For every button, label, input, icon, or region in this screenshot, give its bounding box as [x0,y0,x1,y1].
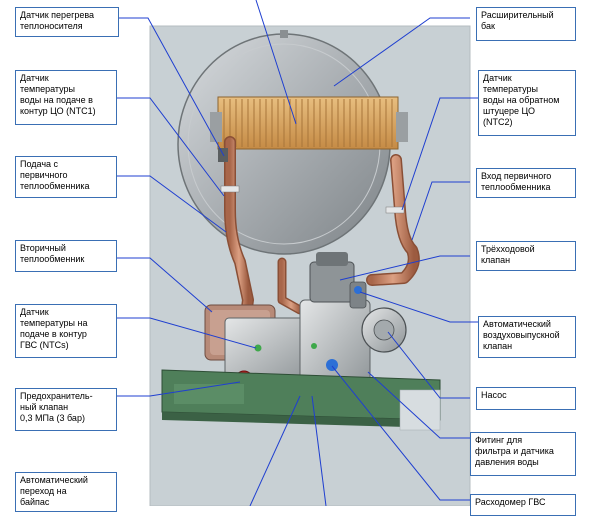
label-secondary-hx: Вторичный теплообменник [15,240,117,272]
mounting-frame [161,369,441,428]
panel-cutout [399,389,441,431]
leader-ntc2 [401,97,478,211]
copper-pipes [224,136,420,424]
pipe-clip-left [220,185,240,193]
leader-flow-meter [331,365,470,501]
leader-expansion-tank [333,17,470,87]
label-air-vent: Автоматический воздуховыпускной клапан [478,316,576,358]
back-panel-shade [149,25,471,506]
leader-primary-supply [116,175,227,233]
leader-safety-valve [116,381,241,397]
label-primary-hx-supply: Подача с первичного теплообменника [15,156,117,198]
label-pump: Насос [476,387,576,410]
label-ntc2: Датчик температуры воды на обратном штуц… [478,70,576,136]
leader-bypass [249,395,301,506]
leader-lines [116,0,478,506]
primary-heat-exchanger [210,96,408,150]
label-primary-hx-inlet: Вход первичного теплообменника [476,168,576,198]
green-fitting-2 [311,343,317,349]
label-safety-valve: Предохранитель- ный клапан 0,3 МПа (3 ба… [15,388,117,431]
label-ntc1: Датчик температуры воды на подаче в конт… [15,70,117,125]
label-filter-fitting: Фитинг для фильтра и датчика давления во… [470,432,576,476]
leader-air-vent [359,291,478,323]
label-ntcs: Датчик температуры на подаче в контур ГВ… [15,304,117,358]
leader-three-way [339,255,470,281]
leader-ntcs [116,317,257,349]
label-overheat-sensor: Датчик перегрева теплоносителя [15,7,119,37]
leader-ntc1 [116,97,225,197]
green-fitting [254,344,262,352]
label-bypass: Автоматический переход на байпас [15,472,117,512]
leader-bottom-center [311,395,327,506]
flow-meter-body [326,359,338,371]
leader-secondary-hx [116,257,213,313]
leader-heat-exchanger [255,0,297,125]
pipe-clip-right [385,206,405,214]
hydraulic-group [224,252,371,391]
leader-filter [367,371,470,439]
pump [361,307,407,353]
leader-primary-inlet [411,181,470,241]
leader-overheat [118,17,225,157]
label-flow-meter: Расходомер ГВС [470,494,576,516]
label-three-way-valve: Трёхходовой клапан [476,241,576,271]
leader-pump [387,331,470,399]
tank-valve [280,30,288,38]
air-vent-cap [354,286,362,294]
label-expansion-tank: Расширительный бак [476,7,576,41]
air-vent [349,281,367,309]
